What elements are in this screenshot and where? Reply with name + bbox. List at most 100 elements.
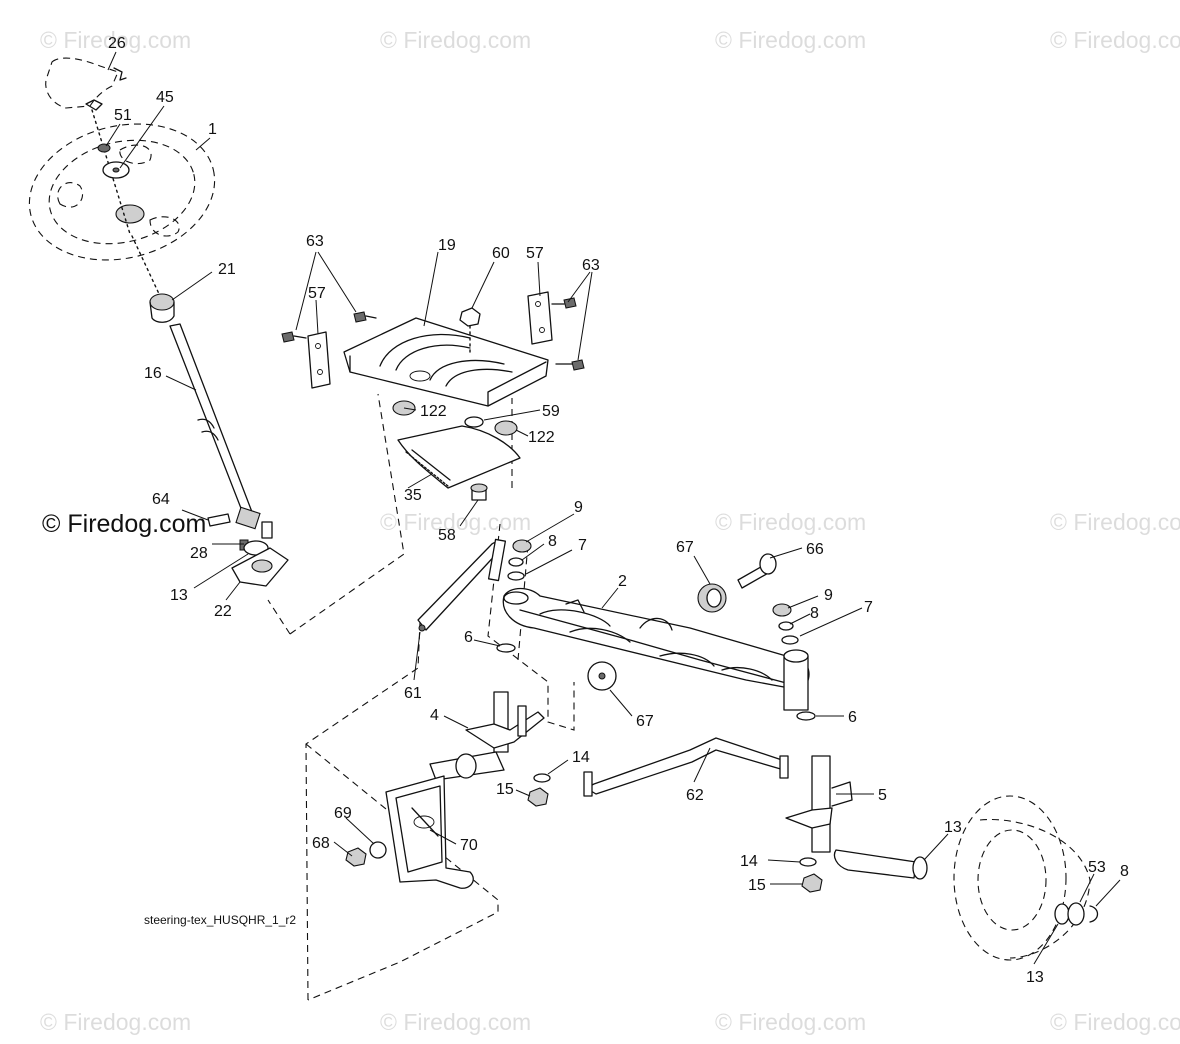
- front-wheel: [953, 795, 1099, 961]
- callout-122: 122: [420, 403, 447, 420]
- pivot-bolt-66-head: [759, 553, 777, 575]
- callout-13: 13: [170, 587, 188, 604]
- callout-14: 14: [740, 853, 758, 870]
- leader: [171, 271, 213, 301]
- steering-plate-19: [343, 317, 549, 407]
- callout-15: 15: [496, 781, 514, 798]
- watermark: © Firedog.com: [1050, 1009, 1180, 1035]
- washer-69: [369, 841, 387, 859]
- callout-28: 28: [190, 545, 208, 562]
- watermark-layer: © Firedog.com © Firedog.com © Firedog.co…: [40, 27, 1180, 1035]
- drag-link-61: [417, 541, 501, 631]
- leader: [525, 513, 575, 543]
- leader: [165, 375, 197, 391]
- callout-16: 16: [144, 365, 162, 382]
- axle-cutout: [721, 666, 773, 681]
- callout-68: 68: [312, 835, 330, 852]
- callout-labels: 26 45 51 1 21 16 64 28 13 22 63 19 60 57…: [108, 35, 1129, 986]
- steering-wheel-assembly: [28, 57, 289, 587]
- callout-26: 26: [108, 35, 126, 52]
- plate-hole: [409, 370, 431, 382]
- callout-6: 6: [464, 629, 473, 646]
- steering-shaft-16: [169, 323, 253, 517]
- callout-69: 69: [334, 805, 352, 822]
- callout-58: 58: [438, 527, 456, 544]
- front-axle-2: [502, 587, 810, 691]
- washer-14: [533, 773, 551, 783]
- callout-59: 59: [542, 403, 560, 420]
- drag-link-end: [487, 538, 507, 582]
- tie-rod-62: [585, 737, 785, 795]
- watermark: © Firedog.com: [380, 509, 531, 535]
- leader: [789, 613, 811, 625]
- bolt-63: [353, 311, 367, 323]
- leader: [567, 271, 593, 361]
- front-axle-assembly: [429, 539, 928, 893]
- bracket-hole: [539, 327, 545, 333]
- leader: [459, 499, 479, 527]
- plate-slot: [379, 333, 471, 367]
- washer-59: [464, 416, 484, 428]
- mounting-plate-inner: [395, 785, 443, 873]
- callout-61: 61: [404, 685, 422, 702]
- leader: [769, 547, 803, 559]
- spacer-67-hole: [706, 588, 722, 608]
- diagram-caption: steering-tex_HUSQHR_1_r2: [144, 913, 296, 927]
- leader: [195, 137, 211, 151]
- callout-14: 14: [572, 749, 590, 766]
- callout-57: 57: [308, 285, 326, 302]
- leader: [515, 429, 529, 437]
- washer-6: [496, 643, 516, 653]
- axle-boss-right: [783, 655, 809, 711]
- tie-rod-end-left: [583, 771, 593, 797]
- leader: [547, 759, 569, 775]
- leader: [693, 747, 711, 783]
- axle-pivot-hub: [639, 617, 673, 631]
- axle-cutout: [569, 627, 631, 643]
- callout-13: 13: [1026, 969, 1044, 986]
- washer-6b: [796, 711, 816, 721]
- axle-boss-left: [503, 591, 529, 605]
- wheel-rim: [977, 829, 1047, 931]
- callout-13: 13: [944, 819, 962, 836]
- leader: [471, 261, 495, 309]
- wheel-spoke-hole: [149, 216, 180, 237]
- steering-adapter-21: [149, 293, 175, 311]
- bolt-28: [261, 521, 273, 539]
- cap-9: [512, 539, 532, 553]
- gear-teeth: [405, 451, 449, 487]
- washer-13c: [1054, 903, 1070, 925]
- gear-edge: [411, 449, 451, 481]
- callout-51: 51: [114, 107, 132, 124]
- clip-8: [508, 557, 524, 567]
- steering-wheel-inner: [48, 139, 196, 245]
- leader: [799, 607, 863, 637]
- washer-7: [507, 571, 525, 581]
- callout-45: 45: [156, 89, 174, 106]
- callout-60: 60: [492, 245, 510, 262]
- leader: [515, 789, 531, 797]
- plate-slot: [445, 368, 513, 387]
- spindle-4-arm-pin: [517, 705, 527, 737]
- washer-7b: [781, 635, 799, 645]
- callout-1: 1: [208, 121, 217, 138]
- cap-clip: [113, 67, 127, 81]
- callout-15: 15: [748, 877, 766, 894]
- spindle-5-stop: [831, 781, 853, 807]
- leader: [429, 829, 457, 845]
- nut-51: [97, 143, 111, 153]
- axle-cutout: [659, 652, 715, 667]
- callout-4: 4: [430, 707, 439, 724]
- callout-66: 66: [806, 541, 824, 558]
- spindle-5-shaft: [811, 755, 831, 853]
- callout-63: 63: [306, 233, 324, 250]
- bracket-hole: [535, 301, 541, 307]
- watermark: © Firedog.com: [715, 27, 866, 53]
- callout-2: 2: [618, 573, 627, 590]
- callout-6: 6: [848, 709, 857, 726]
- leader: [787, 595, 819, 609]
- washer-45-hole: [112, 167, 120, 173]
- leader: [473, 639, 501, 647]
- bracket-57-right: [527, 291, 553, 345]
- spindle-4-collar: [455, 753, 477, 779]
